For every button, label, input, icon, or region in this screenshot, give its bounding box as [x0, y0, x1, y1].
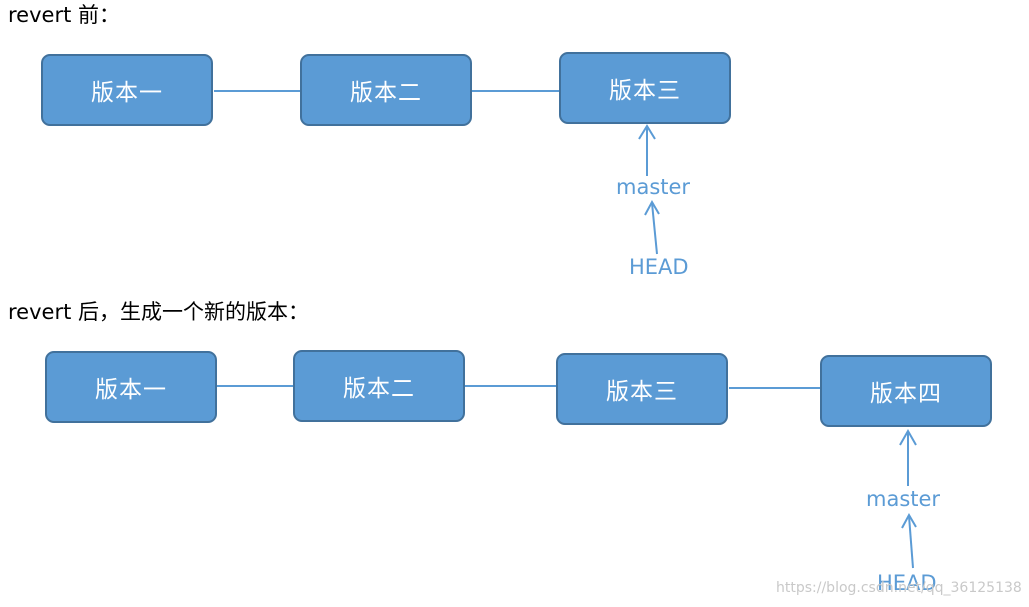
version-box-before-1: 版本一 [41, 54, 213, 126]
version-box-after-3: 版本三 [556, 353, 728, 425]
watermark: https://blog.csdn.net/qq_36125138 [776, 580, 1022, 596]
head-label-after: HEAD [877, 571, 937, 595]
heading-before: revert 前： [8, 3, 120, 27]
version-box-after-1: 版本一 [45, 351, 217, 423]
connector-after-2-3 [465, 385, 556, 387]
connector-before-1-2 [214, 90, 300, 92]
connector-after-3-4 [729, 387, 820, 389]
heading-after: revert 后，生成一个新的版本： [8, 300, 309, 324]
version-box-after-4: 版本四 [820, 355, 992, 427]
connector-before-2-3 [472, 90, 559, 92]
connector-after-1-2 [217, 385, 293, 387]
head-label-before: HEAD [629, 255, 689, 279]
master-label-after: master [866, 487, 941, 511]
version-box-before-3: 版本三 [559, 52, 731, 124]
version-box-after-2: 版本二 [293, 350, 465, 422]
version-box-before-2: 版本二 [300, 54, 472, 126]
master-label-before: master [616, 175, 691, 199]
